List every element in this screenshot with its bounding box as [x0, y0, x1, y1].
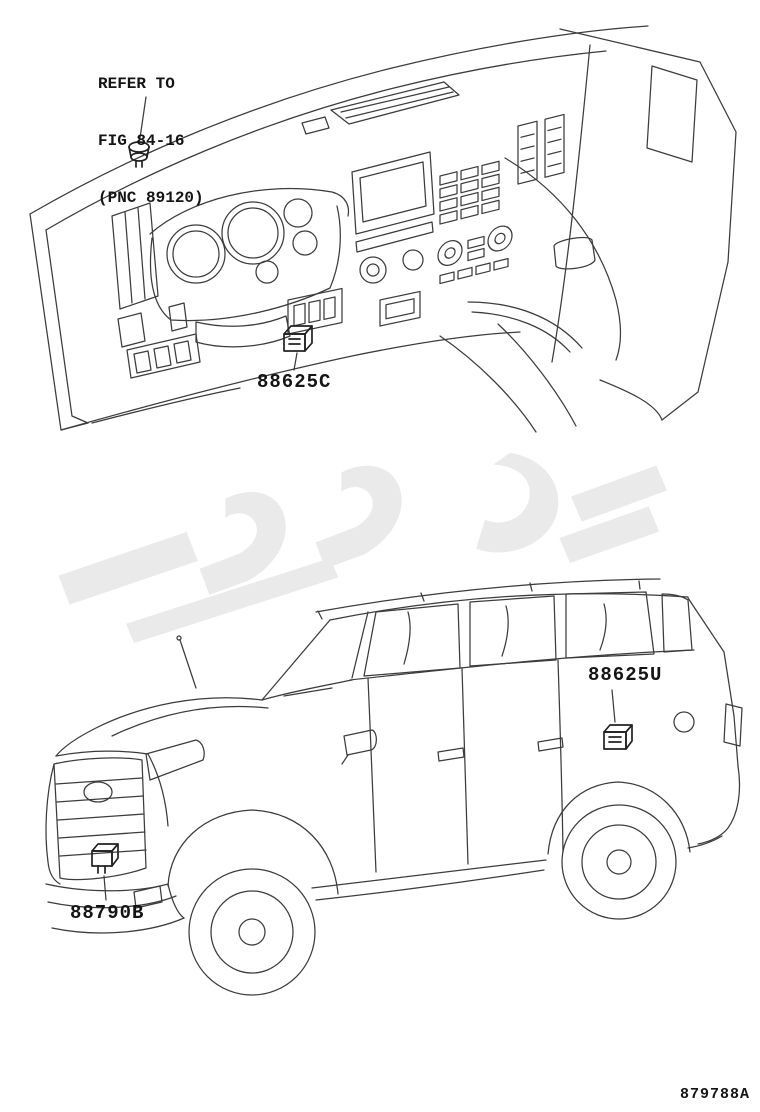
callout-part-88790B[interactable]: 88790B [70, 902, 145, 924]
refer-note-line2: FIG 84-16 [98, 132, 185, 150]
logo-watermark [58, 452, 667, 644]
part-88790B-shape [91, 843, 119, 874]
figure-code: 879788A [679, 1086, 750, 1103]
suv-illustration [45, 578, 743, 996]
leader-lines [103, 96, 616, 901]
dashboard-illustration [29, 25, 737, 433]
part-88625U-shape [603, 724, 633, 750]
callout-part-88625C[interactable]: 88625C [257, 371, 332, 393]
part-88625C-shape [283, 325, 313, 352]
dash-clip-shape [128, 141, 150, 168]
refer-note: REFER TO FIG 84-16 (PNC 89120) [98, 37, 204, 246]
refer-note-line1: REFER TO [98, 75, 175, 93]
callout-part-88625U[interactable]: 88625U [588, 664, 663, 686]
refer-note-line3: (PNC 89120) [98, 189, 204, 207]
